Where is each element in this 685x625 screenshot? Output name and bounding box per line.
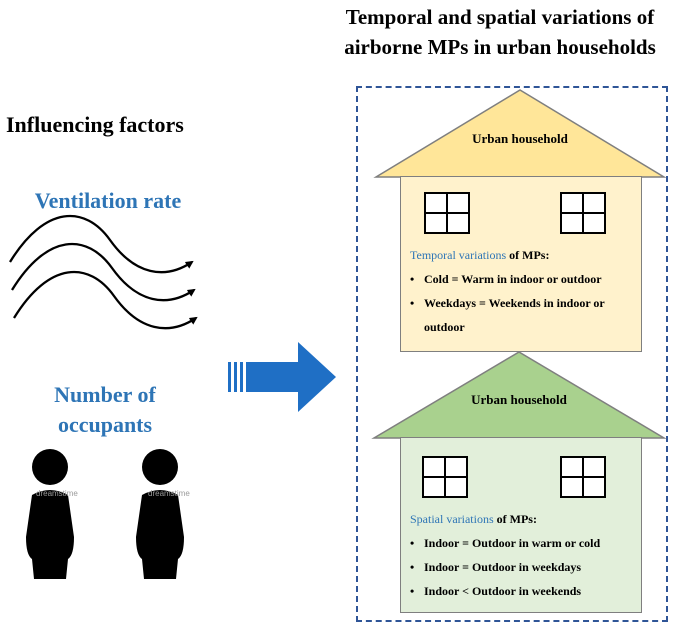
occupants-label: Number of occupants: [54, 382, 156, 437]
watermark-text: dreamstime: [148, 489, 190, 498]
person-icon: [136, 449, 184, 579]
temporal-bullet: Weekdays = Weekends in indoor or outdoor: [410, 291, 640, 339]
temporal-variations-text: Temporal variations of MPs: Cold = Warm …: [410, 243, 640, 339]
window-icon: [424, 192, 470, 234]
temporal-bullet: Cold = Warm in indoor or outdoor: [410, 267, 640, 291]
person-icon: [26, 449, 74, 579]
spatial-bullet: Indoor = Outdoor in warm or cold: [410, 531, 640, 555]
spatial-heading: Spatial variations of MPs:: [410, 507, 640, 531]
spatial-variations-text: Spatial variations of MPs: Indoor = Outd…: [410, 507, 640, 603]
spatial-heading-highlight: Spatial variations: [410, 512, 494, 526]
main-title: Temporal and spatial variations of airbo…: [344, 5, 656, 59]
ventilation-label: Ventilation rate: [34, 188, 182, 213]
spatial-heading-suffix: of MPs:: [493, 512, 537, 526]
spatial-bullet: Indoor < Outdoor in weekends: [410, 579, 640, 603]
window-icon: [560, 192, 606, 234]
right-arrow-icon: [228, 342, 336, 412]
roof-label: Urban household: [471, 392, 567, 407]
roof-label: Urban household: [472, 131, 568, 146]
factors-heading: Influencing factors: [6, 112, 184, 137]
spatial-bullet: Indoor = Outdoor in weekdays: [410, 555, 640, 579]
watermark-text: dreamstime: [36, 489, 78, 498]
temporal-heading: Temporal variations of MPs:: [410, 243, 640, 267]
window-icon: [560, 456, 606, 498]
window-icon: [422, 456, 468, 498]
households-panel: [356, 86, 668, 622]
temporal-heading-suffix: of MPs:: [506, 248, 550, 262]
temporal-heading-highlight: Temporal variations: [410, 248, 507, 262]
